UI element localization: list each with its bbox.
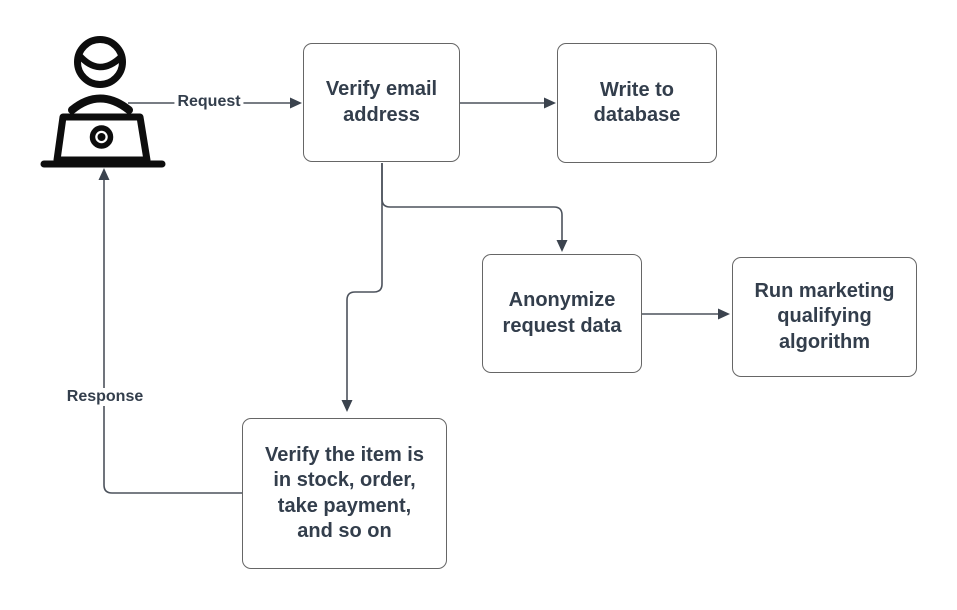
- node-verify-item-in-stock-label: Verify the item is in stock, order, take…: [265, 443, 424, 542]
- node-verify-email: Verify email address: [303, 43, 460, 162]
- node-write-to-database-label: Write to database: [593, 78, 681, 126]
- edge-response-arrowhead: [98, 168, 110, 180]
- node-anonymize-request-data-label: Anonymize request data: [502, 289, 622, 337]
- node-run-marketing-algorithm-label: Run marketing qualifying algorithm: [754, 279, 895, 353]
- laptop-logo-dot: [97, 133, 106, 141]
- edge-verify-to-anonymize: [381, 163, 563, 240]
- node-verify-email-label: Verify email address: [325, 78, 438, 126]
- edge-response: [103, 180, 242, 494]
- user-hair: [75, 51, 125, 71]
- node-verify-item-in-stock: Verify the item is in stock, order, take…: [242, 418, 447, 569]
- node-write-to-database: Write to database: [557, 43, 717, 163]
- user-shoulders: [68, 94, 133, 114]
- edge-verify-to-item-arrowhead: [341, 400, 353, 412]
- node-anonymize-request-data: Anonymize request data: [482, 254, 642, 373]
- edge-verify-to-item: [346, 163, 383, 400]
- edge-verify-to-database-arrowhead: [544, 97, 556, 109]
- response-edge-label: Response: [63, 388, 147, 406]
- request-edge-label: Request: [174, 93, 244, 111]
- user-head: [74, 36, 126, 88]
- edge-anonymize-to-marketing-arrowhead: [718, 308, 730, 320]
- edge-verify-to-anonymize-arrowhead: [556, 240, 568, 252]
- user-at-laptop-icon: [40, 36, 166, 168]
- edge-request-arrowhead: [290, 97, 302, 109]
- node-run-marketing-algorithm: Run marketing qualifying algorithm: [732, 257, 917, 377]
